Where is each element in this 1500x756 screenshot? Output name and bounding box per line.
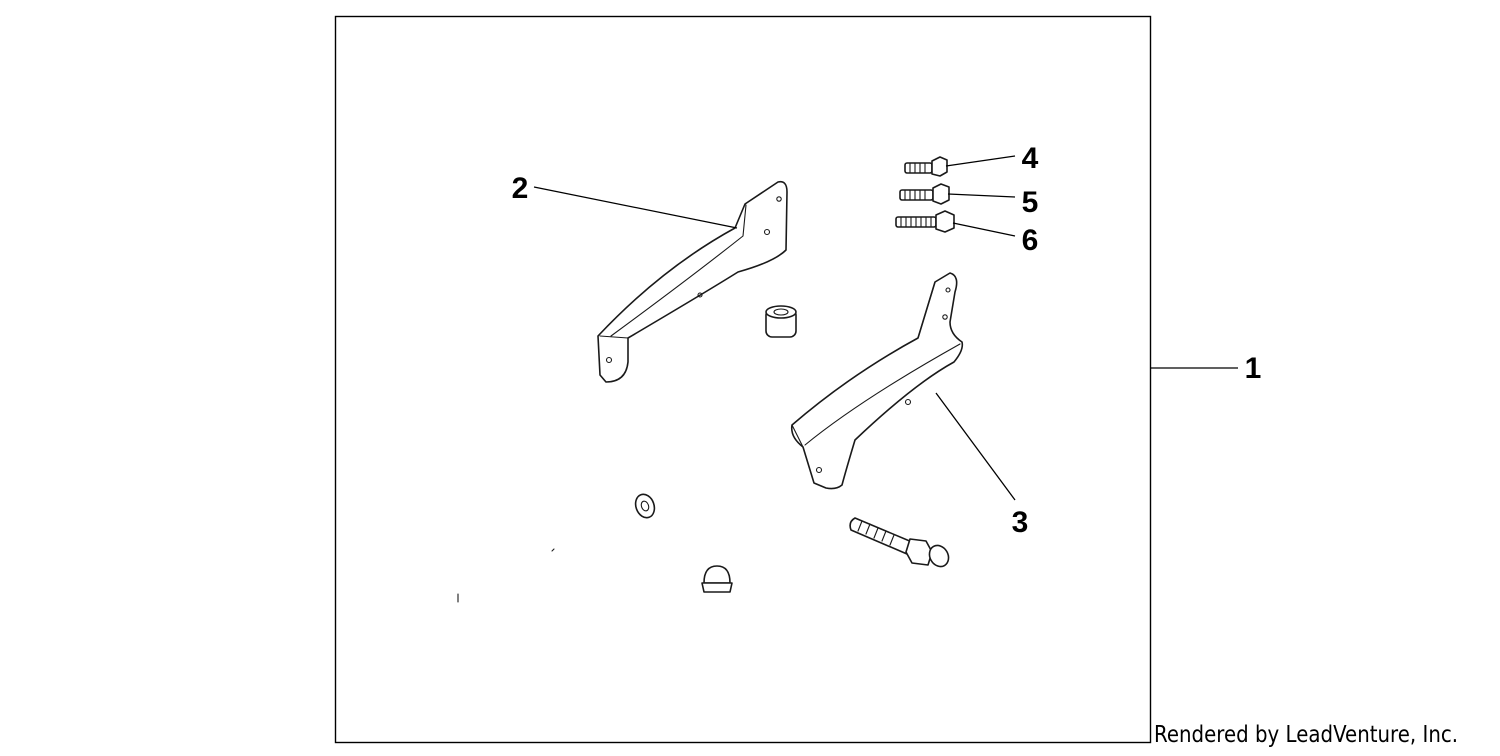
leader-lines (533, 155, 1238, 501)
render-credit: Rendered by LeadVenture, Inc. (1154, 722, 1459, 748)
callout-4: 4 (1022, 142, 1039, 175)
callout-6: 6 (1022, 224, 1039, 257)
callout-3: 3 (1012, 506, 1029, 539)
long-bolt-part[interactable] (849, 517, 952, 570)
diagram-frame (334, 15, 1152, 744)
callout-1: 1 (1245, 352, 1262, 385)
stray-marks (457, 548, 555, 603)
washer-part[interactable] (632, 492, 657, 521)
spacer-collar-part[interactable] (765, 305, 797, 338)
left-bracket-part[interactable] (597, 180, 788, 383)
callout-2: 2 (512, 172, 529, 205)
right-bracket-part[interactable] (790, 272, 964, 490)
screw-6-part[interactable] (895, 210, 955, 233)
screw-5-part[interactable] (899, 183, 950, 205)
screw-4-part[interactable] (904, 156, 948, 177)
callout-5: 5 (1022, 186, 1039, 219)
cap-nut-part[interactable] (701, 565, 733, 593)
